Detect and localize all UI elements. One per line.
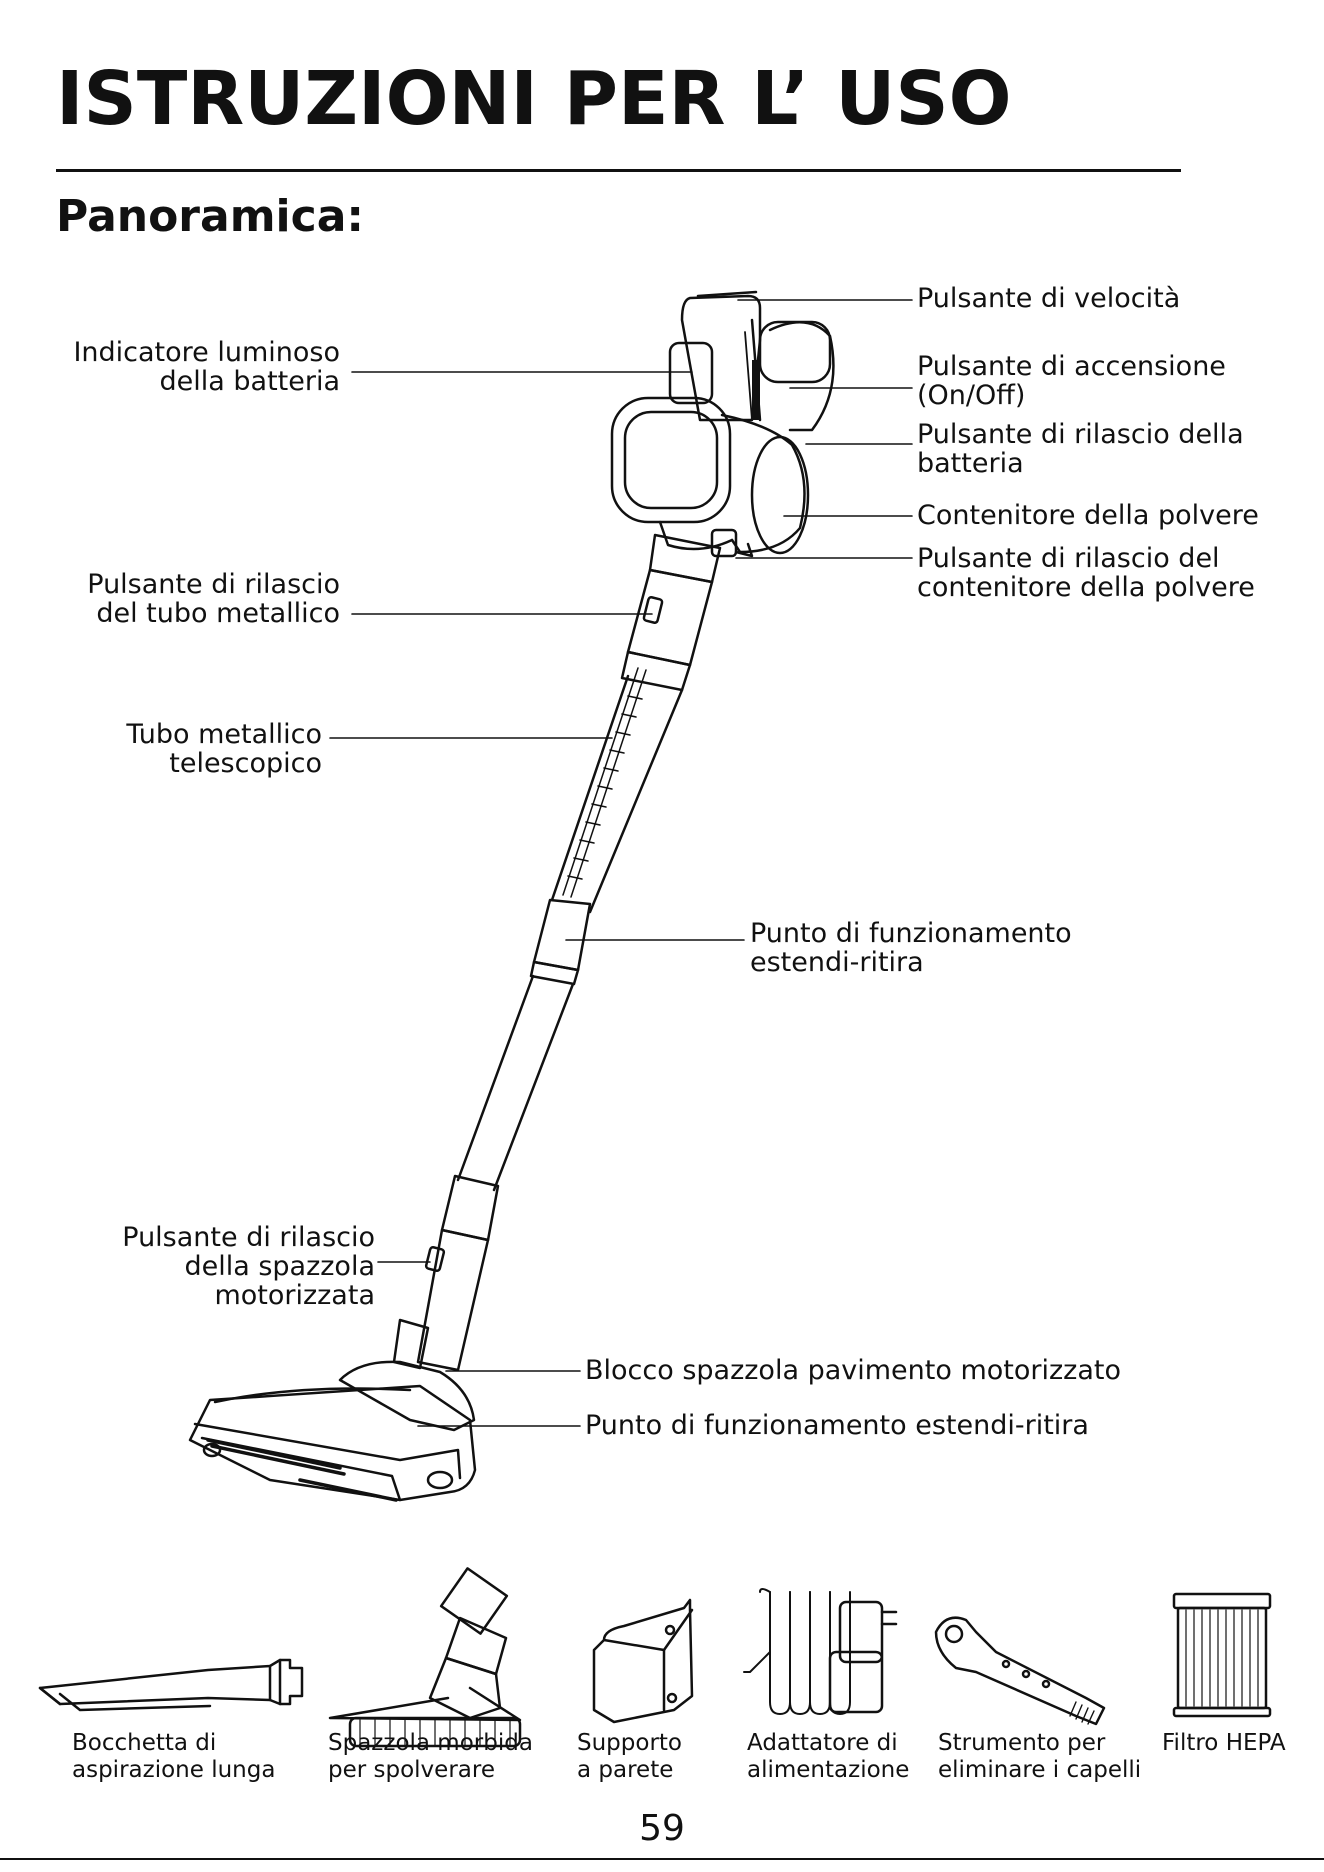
- accessory-label-power-adapter: Adattatore di alimentazione: [747, 1730, 910, 1783]
- callout-telescopic-tube: Tubo metallico telescopico: [126, 719, 322, 779]
- telescopic-tube-icon: [550, 667, 684, 914]
- floor-brush-icon: [188, 1360, 477, 1502]
- crevice-tool-icon: [38, 1658, 304, 1712]
- callout-floor-extend-retract: Punto di funzionamento estendi-ritira: [585, 1410, 1089, 1441]
- callout-floor-brush-block: Blocco spazzola pavimento motorizzato: [585, 1355, 1121, 1386]
- callout-battery-indicator: Indicatore luminoso della batteria: [73, 337, 340, 397]
- vacuum-handle-icon: [668, 290, 835, 432]
- dust-container-icon: [610, 396, 810, 558]
- hepa-filter-icon: [1172, 1592, 1272, 1718]
- power-adapter-icon: [743, 1588, 898, 1715]
- callout-dust-container: Contenitore della polvere: [917, 500, 1259, 531]
- accessory-label-hair-tool: Strumento per eliminare i capelli: [938, 1730, 1142, 1783]
- callout-battery-release: Pulsante di rilascio della batteria: [917, 419, 1244, 479]
- dusting-brush-icon: [328, 1567, 522, 1748]
- accessory-label-wall-mount: Supporto a parete: [577, 1730, 682, 1783]
- section-subtitle: Panoramica:: [56, 191, 364, 242]
- leader-lines: [329, 299, 913, 1427]
- accessory-label-hepa-filter: Filtro HEPA: [1162, 1730, 1286, 1756]
- title-divider: [56, 169, 1181, 172]
- accessory-label-dusting-brush: Spazzola morbida per spolverare: [328, 1730, 533, 1783]
- accessory-label-crevice-tool: Bocchetta di aspirazione lunga: [72, 1730, 276, 1783]
- hair-removal-tool-icon: [934, 1616, 1106, 1726]
- callout-brush-release: Pulsante di rilascio della spazzola moto…: [122, 1222, 375, 1311]
- callout-extend-retract-point: Punto di funzionamento estendi-ritira: [750, 918, 1072, 978]
- callout-metal-tube-release: Pulsante di rilascio del tubo metallico: [87, 569, 340, 629]
- footer-divider: [0, 1858, 1324, 1860]
- callout-power-button: Pulsante di accensione (On/Off): [917, 351, 1226, 411]
- callout-dust-container-release: Pulsante di rilascio del contenitore del…: [917, 543, 1255, 603]
- brush-connector-icon: [392, 1174, 500, 1372]
- callout-speed-button: Pulsante di velocità: [917, 283, 1181, 314]
- page-number: 59: [639, 1808, 685, 1849]
- tube-connector-icon: [620, 533, 722, 692]
- lower-tube-icon: [456, 974, 575, 1192]
- wall-mount-icon: [592, 1598, 694, 1724]
- page-title: ISTRUZIONI PER L’ USO: [56, 56, 1012, 142]
- extend-retract-collar-icon: [529, 898, 592, 986]
